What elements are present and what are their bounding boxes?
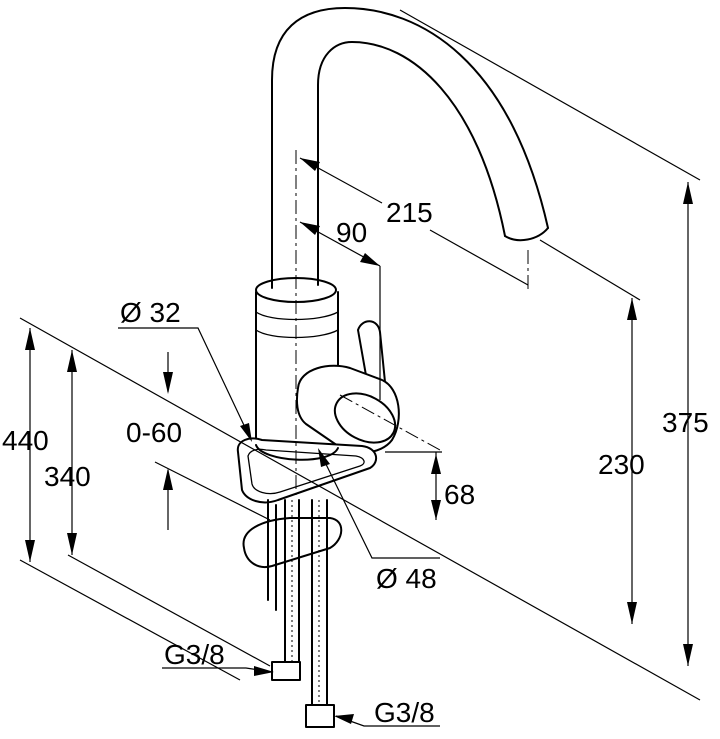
dimension-labels: 215 90 Ø 32 0-60 440 340 230 375 68 Ø 48… [2, 197, 709, 728]
thread-left-label: G3/8 [164, 639, 225, 670]
dim-375-label: 375 [662, 407, 709, 438]
dim-48-label: Ø 48 [376, 563, 437, 594]
ext-060-lower [154, 461, 271, 521]
dim-0-60-label: 0-60 [126, 417, 182, 448]
dim-90-label: 90 [336, 217, 367, 248]
dim-215-label: 215 [386, 197, 433, 228]
fitting-left [271, 661, 301, 681]
cartridge-housing [296, 364, 400, 454]
extension-lines [19, 9, 701, 701]
ext-bottom-440 [19, 559, 241, 681]
thread-right-label: G3/8 [374, 697, 435, 728]
mounting-shank [267, 499, 277, 611]
dim-68-label: 68 [444, 479, 475, 510]
body-band-1 [255, 311, 339, 321]
cartridge-cap [333, 392, 397, 444]
ext-375-top [399, 9, 701, 181]
dimension-lines [25, 157, 693, 727]
dim-32-label: Ø 32 [120, 297, 181, 328]
base-plate-inner [247, 448, 365, 495]
ext-top-ref [19, 317, 701, 701]
cartridge-axis-line [339, 394, 441, 451]
ext-230-top [539, 239, 641, 301]
spout-outer-edge [271, 7, 549, 289]
spout-tip [504, 227, 549, 242]
hose-right [311, 499, 328, 706]
hose-left [284, 499, 300, 663]
dim-230-label: 230 [598, 449, 645, 480]
dim-440-label: 440 [2, 425, 49, 456]
spout-inner-edge [317, 41, 506, 286]
fitting-right [305, 704, 335, 728]
ext-bottom-340 [67, 554, 271, 667]
faucet-body [236, 7, 549, 728]
body-band-2 [255, 329, 339, 339]
ext-215-right [429, 229, 529, 286]
dim-340-label: 340 [44, 461, 91, 492]
